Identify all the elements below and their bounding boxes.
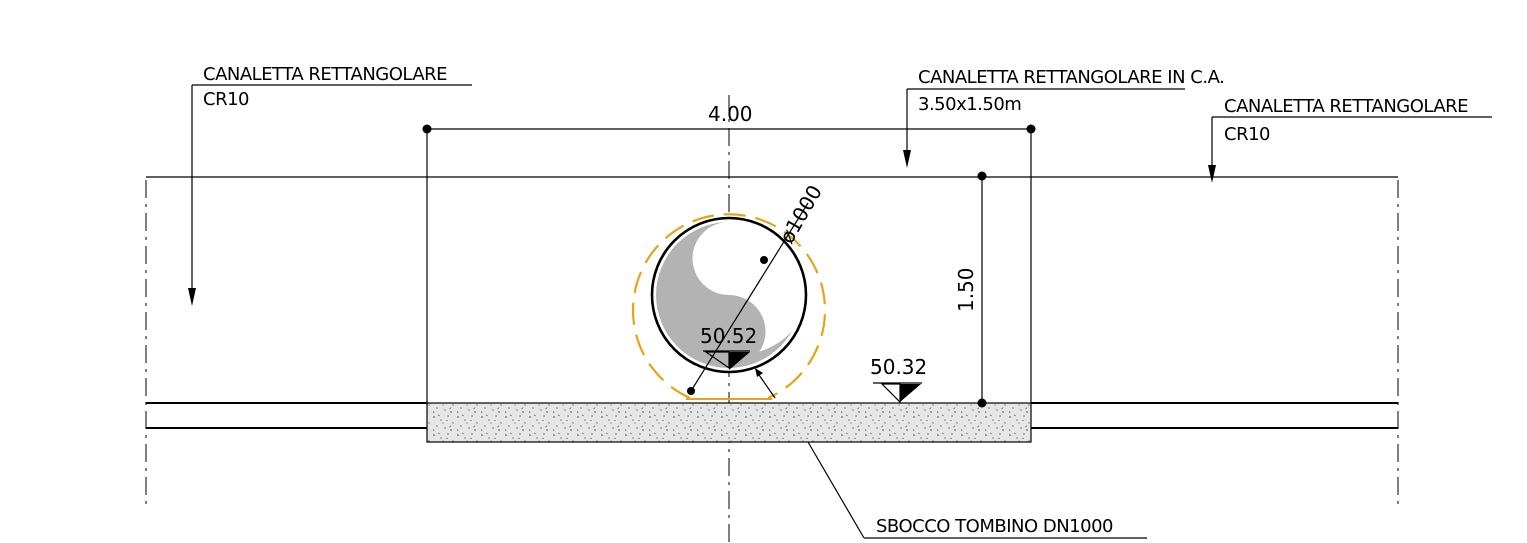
center-label-arrowhead [903, 150, 911, 168]
width-dimension-label: 4.00 [708, 102, 753, 126]
channel-bottom-marker-fill [900, 384, 921, 402]
concrete-slab [426, 402, 1032, 443]
left-label-arrowhead [188, 288, 196, 306]
pipe-section-fill-lower [729, 331, 792, 368]
diameter-leader [690, 202, 809, 392]
width-dimension-dot-left [422, 124, 432, 134]
diameter-leader-dot-top [760, 256, 768, 264]
right-label-arrowhead [1208, 165, 1216, 183]
center-channel-size: 3.50x1.50m [918, 94, 1021, 115]
outlet-leader-diagonal [807, 441, 865, 539]
left-channel-code: CR10 [203, 89, 249, 110]
pipe-bedding-dashed [631, 213, 827, 400]
pipe-section-fill [656, 222, 766, 368]
height-dimension-label: 1.50 [954, 267, 978, 312]
height-dimension-dot-top [977, 171, 987, 181]
channel-bottom-marker-open [880, 383, 901, 404]
center-channel-title: CANALETTA RETTANGOLARE IN C.A. [918, 67, 1224, 88]
right-channel-code: CR10 [1224, 124, 1270, 145]
pipe-invert-marker-fill [729, 352, 750, 370]
height-dimension-dot-bottom [977, 398, 987, 408]
width-dimension-dot-right [1026, 124, 1036, 134]
outlet-label: SBOCCO TOMBINO DN1000 [876, 516, 1113, 537]
right-channel-title: CANALETTA RETTANGOLARE [1224, 96, 1468, 117]
bedding-arrow-line [756, 371, 776, 399]
diameter-leader-dot-bottom [687, 387, 695, 395]
bedding-arrowhead [755, 368, 763, 377]
left-channel-title: CANALETTA RETTANGOLARE [203, 64, 447, 85]
pipe-invert-elevation: 50.52 [700, 324, 757, 348]
pipe-diameter-label: ø1000 [775, 181, 827, 248]
channel-bottom-elevation: 50.32 [870, 355, 927, 379]
